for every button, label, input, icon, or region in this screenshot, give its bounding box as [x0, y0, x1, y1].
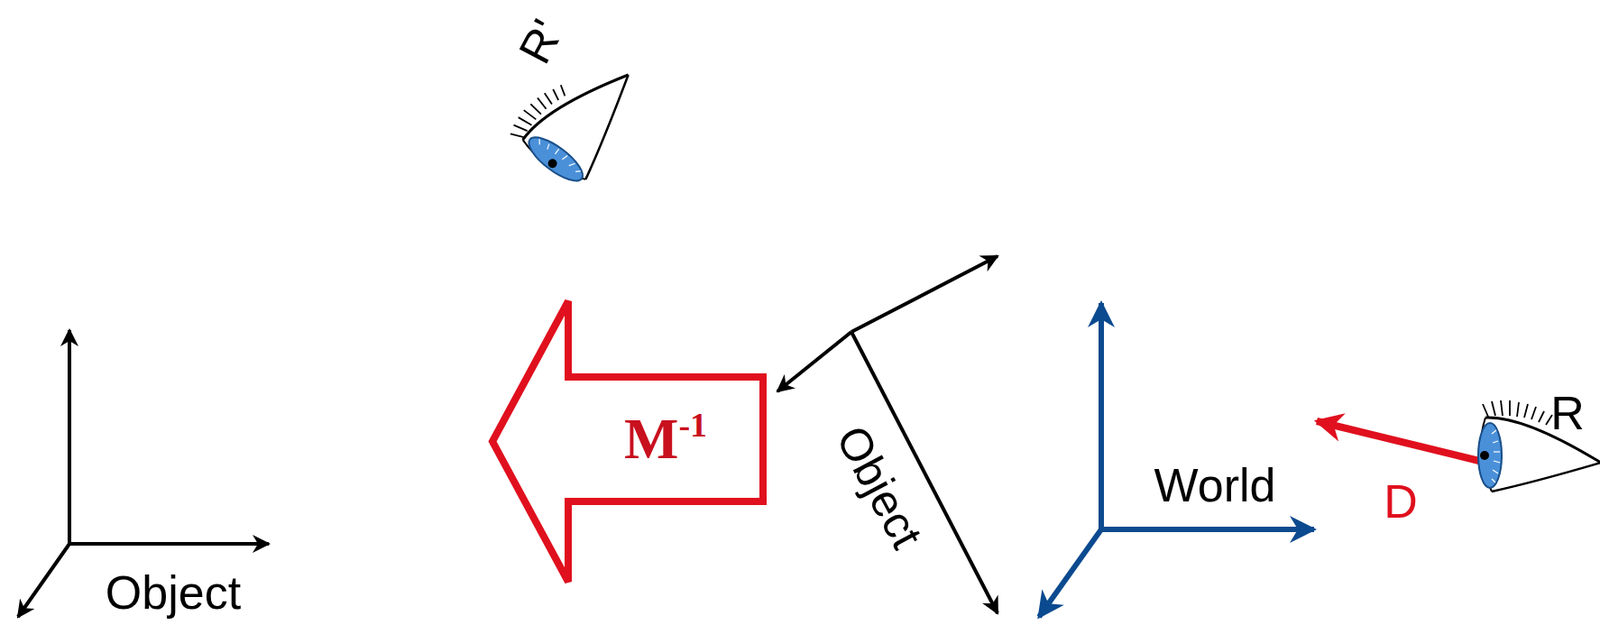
eye-label: R — [1550, 389, 1585, 437]
frame-label: Object — [828, 418, 930, 555]
matrix-exponent: -1 — [678, 407, 708, 442]
arrow-body: M-1 — [568, 377, 764, 502]
vector-label: D — [1383, 478, 1418, 525]
object-frame-left — [18, 330, 269, 617]
frame-label: Object — [105, 569, 241, 617]
transform-arrow: M-1 — [492, 301, 764, 582]
eye-r-prime — [505, 36, 653, 190]
object-frame-rotated — [777, 256, 998, 614]
world-frame — [1039, 303, 1315, 617]
view-direction-arrow — [1316, 421, 1480, 461]
frame-label: World — [1154, 461, 1277, 509]
matrix-name: M — [624, 410, 679, 469]
eye-label: R' — [511, 12, 571, 71]
